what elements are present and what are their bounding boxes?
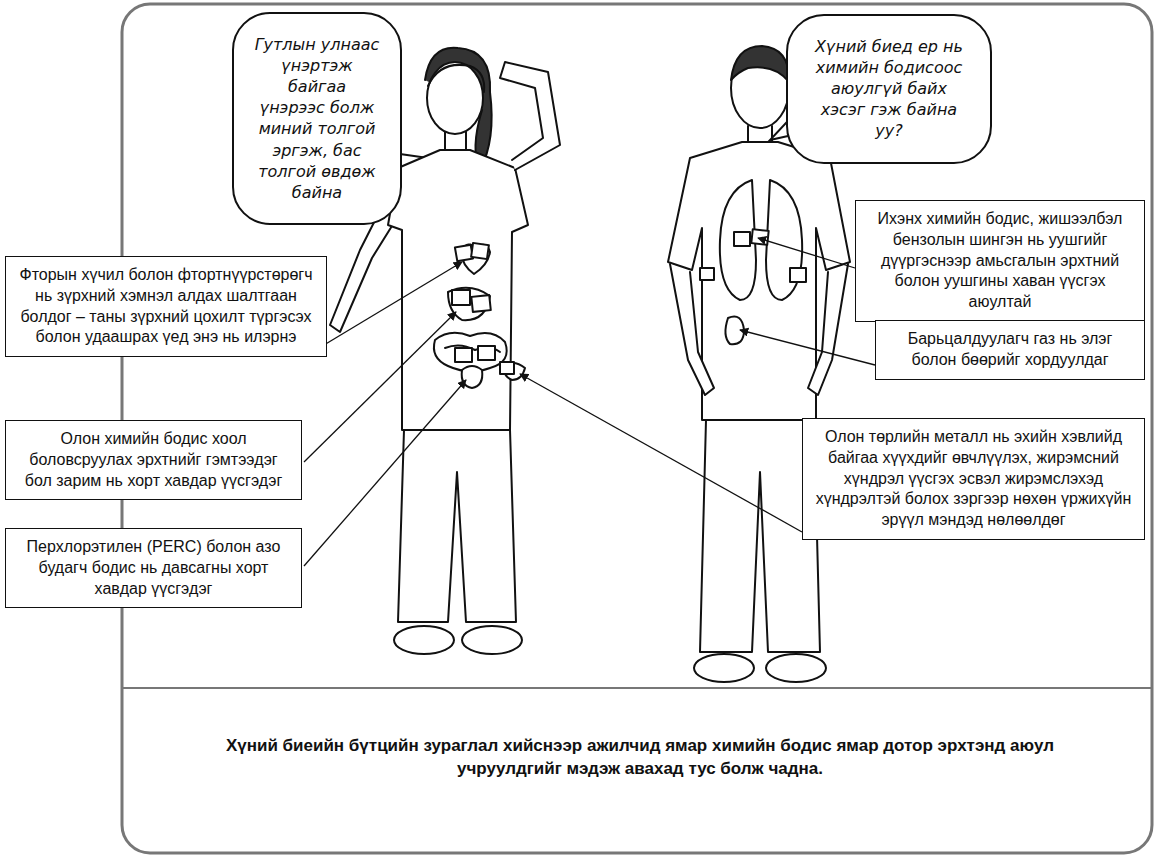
callout-box: Перхлорэтилен (PERC) болон азо будагч бо… bbox=[5, 528, 302, 608]
callout-text: Барьцалдуулагч газ нь элэг болон бөөрийг… bbox=[886, 329, 1134, 371]
callout-text: Олон химийн бодис хоол боловсруулах эрхт… bbox=[16, 429, 291, 491]
callout-text: Гутлын улнаас үнэртэж байгаа үнэрээс бол… bbox=[254, 34, 380, 203]
divider bbox=[122, 687, 1152, 689]
caption: Хүний биеийн бүтцийн зураглал хийснээр а… bbox=[190, 735, 1090, 781]
callout-box: Фторын хүчил болон фтортнүүрстөрөгч нь з… bbox=[5, 256, 327, 357]
callout-text: Олон төрлийн металл нь эхийн хэвлийд бай… bbox=[813, 427, 1134, 531]
speech-bubble: Хүний биед ер нь химийн бодисоос аюулгүй… bbox=[786, 14, 992, 164]
callout-text: Перхлорэтилен (PERC) болон азо будагч бо… bbox=[16, 537, 291, 599]
callout-text: Фторын хүчил болон фтортнүүрстөрөгч нь з… bbox=[16, 265, 316, 348]
callout-box: Ихэнх химийн бодис, жишээлбэл бензолын ш… bbox=[855, 200, 1145, 322]
leader-lines bbox=[304, 238, 875, 566]
callout-text: Хүний биед ер нь химийн бодисоос аюулгүй… bbox=[808, 36, 970, 142]
callout-box: Олон химийн бодис хоол боловсруулах эрхт… bbox=[5, 420, 302, 500]
callout-text: Ихэнх химийн бодис, жишээлбэл бензолын ш… bbox=[866, 209, 1134, 313]
callout-box: Олон төрлийн металл нь эхийн хэвлийд бай… bbox=[802, 418, 1145, 540]
callout-box: Барьцалдуулагч газ нь элэг болон бөөрийг… bbox=[875, 320, 1145, 380]
speech-bubble: Гутлын улнаас үнэртэж байгаа үнэрээс бол… bbox=[232, 12, 402, 225]
